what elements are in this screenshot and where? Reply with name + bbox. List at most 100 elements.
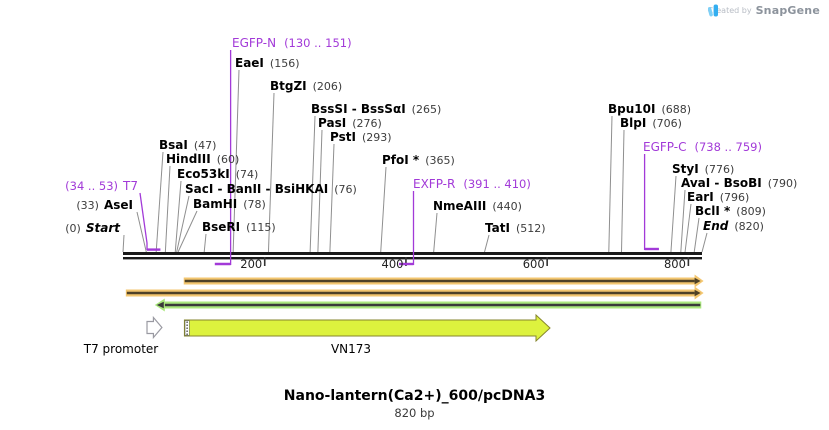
feature-label-EGFP-N[interactable]: EGFP-N (130 .. 151) <box>232 37 352 50</box>
label-position: (776) <box>704 163 735 176</box>
frame-head-core <box>694 289 701 297</box>
label-position: (78) <box>243 198 266 211</box>
orf-arrow-vn173[interactable] <box>183 313 551 343</box>
site-label-TatI[interactable]: TatI(512) <box>485 221 546 236</box>
site-connector-Eco53kI <box>174 180 182 253</box>
terminus-label-Start: (0) Start <box>65 221 120 236</box>
site-label-HindIII[interactable]: HindIII (60) <box>166 152 240 167</box>
label-position: (74) <box>235 168 259 181</box>
site-connector-StyI <box>670 175 677 253</box>
label-name: EXFP-R <box>413 177 456 191</box>
map-title: Nano-lantern(Ca2+)_600/pcDNA3 <box>283 388 546 404</box>
site-connector-End <box>701 232 708 253</box>
site-connector-BlpI <box>621 129 625 253</box>
site-label-AvaI-BsoBI[interactable]: AvaI - BsoBI(790) <box>681 176 797 191</box>
site-label-BtgZI[interactable]: BtgZI (206) <box>270 79 343 94</box>
label-position: (60) <box>216 153 240 166</box>
promoter-label[interactable]: T7 promoter <box>83 342 159 356</box>
feature-label-EGFP-C[interactable]: EGFP-C(738 .. 759) <box>643 141 762 154</box>
site-label-BsaI[interactable]: BsaI(47) <box>159 139 217 153</box>
site-connector-BtgZI <box>267 92 275 253</box>
label-name: BseRI <box>202 220 241 234</box>
label-name: BssSI - BssSαI <box>311 102 406 116</box>
label-position: (440) <box>492 200 522 213</box>
site-label-BssSI-BssS-I[interactable]: BssSI - BssSαI(265) <box>311 102 441 117</box>
label-name: AvaI - BsoBI <box>681 176 762 190</box>
site-label-BclI-[interactable]: BclI * (809) <box>695 204 766 219</box>
label-position: (115) <box>246 221 276 234</box>
label-name: NmeAIII <box>433 199 487 213</box>
label-name: PasI <box>318 116 347 130</box>
site-label-BlpI[interactable]: BlpI(706) <box>620 116 682 131</box>
label-name: BamHI <box>193 197 238 211</box>
label-name: BlpI <box>620 116 647 130</box>
label-position: (820) <box>734 220 764 233</box>
feature-bracket-T7[interactable] <box>139 192 148 250</box>
site-label-PfoI-[interactable]: PfoI *(365) <box>382 153 455 168</box>
site-label-EarI[interactable]: EarI(796) <box>687 190 749 205</box>
promoter-arrow[interactable] <box>146 315 163 340</box>
site-label-PstI[interactable]: PstI(293) <box>330 131 392 145</box>
label-position: (47) <box>193 139 217 152</box>
label-position: (130 .. 151) <box>284 36 352 50</box>
site-label-NmeAIII[interactable]: NmeAIII (440) <box>433 199 522 214</box>
terminus-label-End: End(820) <box>703 220 764 234</box>
snapgene-logo <box>707 4 718 17</box>
orf-partial-left-edge <box>184 320 190 336</box>
label-name: Eco53kI <box>177 167 230 181</box>
site-label-StyI[interactable]: StyI (776) <box>672 162 735 177</box>
label-name: BclI * <box>695 204 731 218</box>
label-name: EGFP-C <box>643 140 687 154</box>
label-name: Start <box>85 221 120 235</box>
title-block: Nano-lantern(Ca2+)_600/pcDNA3 820 bp <box>0 388 829 420</box>
site-connector-BsaI <box>155 151 164 253</box>
label-name: SacI - BanII - BsiHKAI <box>185 182 329 196</box>
orf-label[interactable]: VN173 <box>330 342 372 356</box>
label-position: (206) <box>312 80 343 93</box>
label-position: (0) <box>65 222 81 235</box>
ruler-number-400: 400 <box>381 257 404 271</box>
feature-label-EXFP-R[interactable]: EXFP-R(391 .. 410) <box>413 178 531 191</box>
ruler-number-200: 200 <box>240 257 263 271</box>
backbone-line-top[interactable] <box>123 252 702 255</box>
site-connector-EaeI <box>232 69 240 253</box>
site-connector-NmeAIII <box>433 212 438 253</box>
label-name: EGFP-N <box>232 36 277 50</box>
site-connector-BclI- <box>693 217 700 253</box>
label-name: TatI <box>485 221 510 235</box>
site-connector-AvaI-BsoBI <box>680 189 686 253</box>
label-position: (293) <box>361 131 392 144</box>
site-connector-PfoI- <box>380 166 387 253</box>
label-name: PfoI * <box>382 153 420 167</box>
created-by-text: Created by <box>707 6 752 15</box>
site-label-BamHI[interactable]: BamHI (78) <box>193 197 266 212</box>
site-label-EaeI[interactable]: EaeI(156) <box>235 57 300 71</box>
backbone-line-bottom[interactable] <box>123 257 702 260</box>
site-label-AseI[interactable]: (33)AseI <box>76 198 133 213</box>
label-position: (688) <box>661 103 692 116</box>
label-name: AseI <box>103 198 133 212</box>
site-label-BseRI[interactable]: BseRI (115) <box>202 220 276 235</box>
label-position: (76) <box>334 183 357 196</box>
site-connector-BamHI <box>177 210 198 253</box>
site-connector-Bpu10I <box>608 115 613 253</box>
label-name: EarI <box>687 190 714 204</box>
credits: Created by SnapGene <box>707 4 820 17</box>
feature-label-T7[interactable]: (34 .. 53)T7 <box>65 180 138 193</box>
site-label-PasI[interactable]: PasI(276) <box>318 116 382 131</box>
label-name: StyI <box>672 162 699 176</box>
label-position: (809) <box>736 205 766 218</box>
site-label-SacI-BanII-BsiHKAI[interactable]: SacI - BanII - BsiHKAI (76) <box>185 182 357 197</box>
frame-head-core <box>694 277 701 285</box>
site-connector-BssSI-BssS-I <box>309 115 316 253</box>
site-label-Eco53kI[interactable]: Eco53kI (74) <box>177 167 259 182</box>
site-connector-SacI-BanII-BsiHKAI <box>176 195 190 253</box>
site-label-Bpu10I[interactable]: Bpu10I (688) <box>608 102 692 117</box>
label-name: BtgZI <box>270 79 307 93</box>
site-connector-Start <box>122 234 125 253</box>
site-connector-BseRI <box>203 233 207 253</box>
label-name: Bpu10I <box>608 102 656 116</box>
label-name: HindIII <box>166 152 211 166</box>
